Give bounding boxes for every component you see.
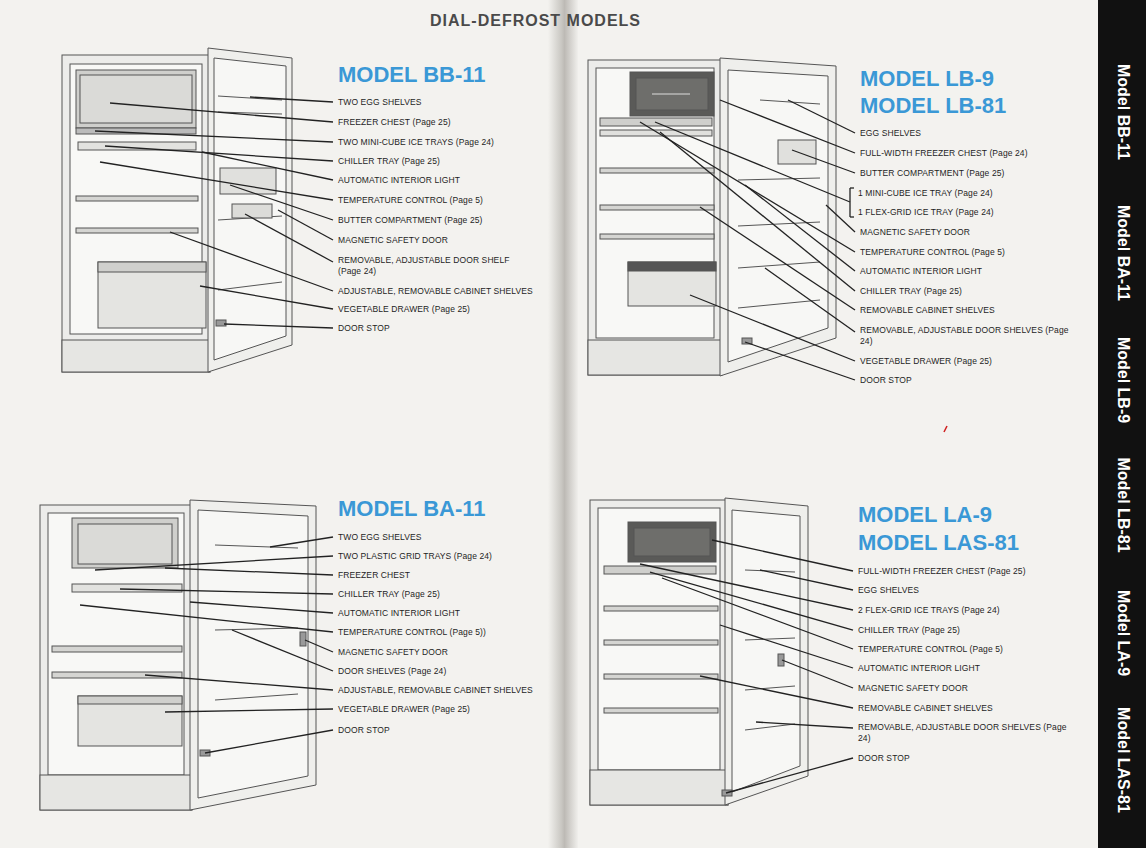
part-label: TEMPERATURE CONTROL (Page 5)) [338, 627, 486, 638]
fridge-bb11 [62, 48, 292, 372]
part-label: CHILLER TRAY (Page 25) [338, 589, 440, 600]
part-label: BUTTER COMPARTMENT (Page 25) [338, 215, 483, 226]
tab-label: Model LAS-81 [1114, 707, 1132, 813]
tab-label: Model BA-11 [1114, 205, 1132, 301]
model-heading: MODEL BA-11 [338, 496, 486, 522]
tab-label: Model LA-9 [1114, 590, 1132, 676]
part-label: REMOVABLE, ADJUSTABLE DOOR SHELF (Page 2… [338, 255, 528, 277]
model-heading: MODEL LB-81 [860, 93, 1006, 119]
red-mark [944, 426, 947, 432]
tab-label: Model BB-11 [1114, 64, 1132, 160]
part-label: REMOVABLE CABINET SHELVES [860, 305, 995, 316]
model-heading: MODEL LA-9 [858, 502, 992, 528]
part-label: TEMPERATURE CONTROL (Page 5) [338, 195, 483, 206]
leader-lines [80, 97, 855, 793]
part-label: VEGETABLE DRAWER (Page 25) [338, 304, 470, 315]
gutter [548, 0, 578, 848]
model-heading: MODEL BB-11 [338, 62, 486, 88]
tab-label: Model LB-9 [1114, 337, 1132, 423]
part-label: EGG SHELVES [858, 585, 919, 596]
part-label: CHILLER TRAY (Page 25) [858, 625, 960, 636]
part-label: TWO EGG SHELVES [338, 97, 422, 108]
part-label: BUTTER COMPARTMENT (Page 25) [860, 168, 1005, 179]
part-label: MAGNETIC SAFETY DOOR [860, 227, 970, 238]
fridge-la9 [590, 498, 808, 805]
part-label: VEGETABLE DRAWER (Page 25) [860, 356, 992, 367]
part-label: FREEZER CHEST [338, 570, 410, 581]
part-label: MAGNETIC SAFETY DOOR [338, 647, 448, 658]
part-label: FULL-WIDTH FREEZER CHEST (Page 25) [858, 566, 1026, 577]
part-label: 2 FLEX-GRID ICE TRAYS (Page 24) [858, 605, 1000, 616]
part-label: DOOR STOP [860, 375, 912, 386]
part-label: AUTOMATIC INTERIOR LIGHT [338, 608, 460, 619]
tab-label: Model LB-81 [1114, 457, 1132, 552]
part-label: TWO MINI-CUBE ICE TRAYS (Page 24) [338, 137, 494, 148]
part-label: REMOVABLE, ADJUSTABLE DOOR SHELVES (Page… [860, 325, 1075, 347]
part-label: EGG SHELVES [860, 128, 921, 139]
part-label: 1 FLEX-GRID ICE TRAY (Page 24) [858, 207, 994, 218]
part-label: MAGNETIC SAFETY DOOR [338, 235, 448, 246]
model-heading: MODEL LAS-81 [858, 530, 1019, 556]
part-label: DOOR SHELVES (Page 24) [338, 666, 446, 677]
part-label: CHILLER TRAY (Page 25) [860, 286, 962, 297]
page-title: DIAL-DEFROST MODELS [430, 12, 641, 30]
part-label: TWO EGG SHELVES [338, 532, 422, 543]
part-label: DOOR STOP [338, 323, 390, 334]
part-label: MAGNETIC SAFETY DOOR [858, 683, 968, 694]
part-label: FULL-WIDTH FREEZER CHEST (Page 24) [860, 148, 1028, 159]
tab-bar [1098, 0, 1146, 848]
part-label: FREEZER CHEST (Page 25) [338, 117, 451, 128]
part-label: REMOVABLE, ADJUSTABLE DOOR SHELVES (Page… [858, 722, 1073, 744]
part-label: TEMPERATURE CONTROL (Page 5) [860, 247, 1005, 258]
part-label: AUTOMATIC INTERIOR LIGHT [338, 175, 460, 186]
part-label: REMOVABLE CABINET SHELVES [858, 703, 993, 714]
part-label: DOOR STOP [338, 725, 390, 736]
part-label: CHILLER TRAY (Page 25) [338, 156, 440, 167]
part-label: AUTOMATIC INTERIOR LIGHT [858, 663, 980, 674]
model-heading: MODEL LB-9 [860, 66, 994, 92]
part-label: 1 MINI-CUBE ICE TRAY (Page 24) [858, 188, 993, 199]
part-label: VEGETABLE DRAWER (Page 25) [338, 704, 470, 715]
part-label: TEMPERATURE CONTROL (Page 5) [858, 644, 1003, 655]
part-label: ADJUSTABLE, REMOVABLE CABINET SHELVES [338, 286, 533, 297]
part-label: AUTOMATIC INTERIOR LIGHT [860, 266, 982, 277]
part-label: TWO PLASTIC GRID TRAYS (Page 24) [338, 551, 492, 562]
part-label: DOOR STOP [858, 753, 910, 764]
part-label: ADJUSTABLE, REMOVABLE CABINET SHELVES [338, 685, 533, 696]
